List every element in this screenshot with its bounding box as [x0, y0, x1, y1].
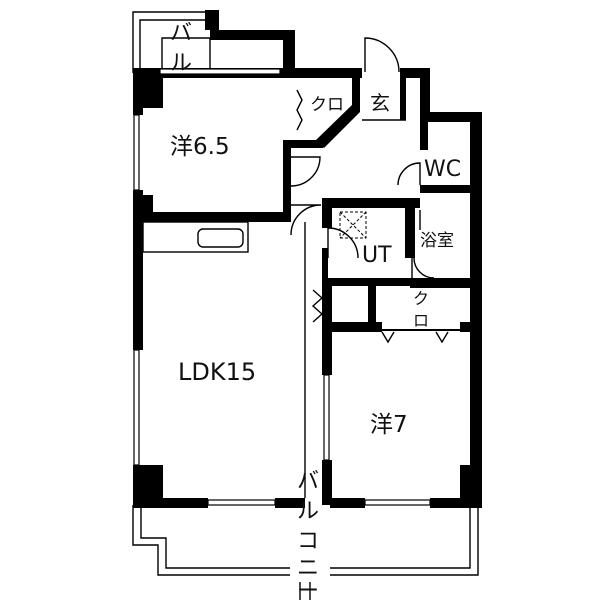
interior-walls [143, 76, 475, 505]
bottom-balcony [132, 505, 479, 600]
entrance-label: 玄 [370, 91, 390, 115]
closet-bottom-label-1: ク [413, 289, 429, 308]
door-details [296, 89, 460, 498]
western-room-small-label: 洋6.5 [170, 134, 230, 160]
closet-bottom-label-2: ロ [413, 311, 429, 330]
windows [133, 68, 431, 506]
kitchen-counter [142, 221, 249, 253]
balcony-bottom-char-3: コ [297, 529, 319, 554]
balcony-top-char-1: バ [170, 21, 192, 46]
exterior-walls [133, 30, 482, 508]
bathroom-label: 浴室 [420, 231, 454, 251]
utility-label: UT [362, 243, 392, 268]
ldk-label: LDK15 [178, 358, 256, 386]
western-room-large-label: 洋7 [370, 412, 408, 438]
kitchen-sink [197, 228, 244, 248]
washer-space [339, 211, 367, 239]
balcony-bottom-char-1: バ [297, 469, 319, 494]
balcony-top-char-2: ル [170, 51, 192, 76]
balcony-bottom-char-5: ー [297, 579, 319, 600]
balcony-bottom-char-2: ル [297, 499, 319, 524]
balcony-bottom-char-4: ニ [297, 556, 319, 581]
room-labels: 洋6.5 LDK15 洋7 WC UT 浴室 玄 クロ ク ロ バ ル バ ル … [170, 21, 461, 600]
top-balcony [132, 10, 219, 73]
fixtures [142, 211, 367, 253]
door-swings [290, 37, 435, 279]
closet-top-label: クロ [310, 95, 344, 115]
toilet-label: WC [424, 157, 461, 182]
